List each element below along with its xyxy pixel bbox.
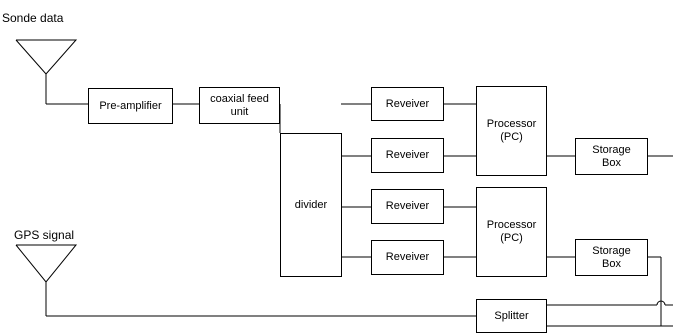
sonde-data-label: Sonde data: [2, 11, 64, 25]
receiver-label: Reveiver: [385, 251, 430, 263]
storage-box-label: Storage Box: [592, 143, 631, 169]
gps-antenna-icon: [15, 244, 78, 283]
divider-block: divider: [280, 133, 342, 277]
gps-signal-label: GPS signal: [14, 228, 75, 242]
storage-box-label: Storage Box: [592, 244, 631, 270]
receiver-label: Reveiver: [385, 97, 430, 110]
divider-label: divider: [294, 198, 328, 211]
receiver-block-1: Reveiver: [371, 87, 444, 121]
storage-box-block-2: Storage Box: [575, 239, 648, 276]
receiver-block-2: Reveiver: [371, 138, 444, 173]
storage-box-block-1: Storage Box: [575, 138, 648, 175]
processor-label: Processor (PC): [486, 219, 537, 244]
splitter-block: Splitter: [476, 299, 547, 333]
coaxial-feed-unit-block: coaxial feed unit: [199, 87, 280, 124]
receiver-label: Reveiver: [385, 149, 430, 161]
splitter-label: Splitter: [494, 309, 529, 322]
sonde-antenna-icon: [15, 39, 78, 75]
coaxial-feed-unit-label: coaxial feed unit: [210, 92, 269, 118]
pre-amplifier-label: Pre-amplifier: [99, 99, 162, 112]
receiver-label: Reveiver: [385, 200, 430, 212]
receiver-block-4: Reveiver: [371, 240, 444, 275]
processor-label: Processor (PC): [486, 118, 537, 143]
pre-amplifier-block: Pre-amplifier: [88, 88, 173, 124]
receiver-block-3: Reveiver: [371, 189, 444, 224]
processor-block-2: Processor (PC): [476, 187, 547, 277]
processor-block-1: Processor (PC): [476, 86, 547, 176]
